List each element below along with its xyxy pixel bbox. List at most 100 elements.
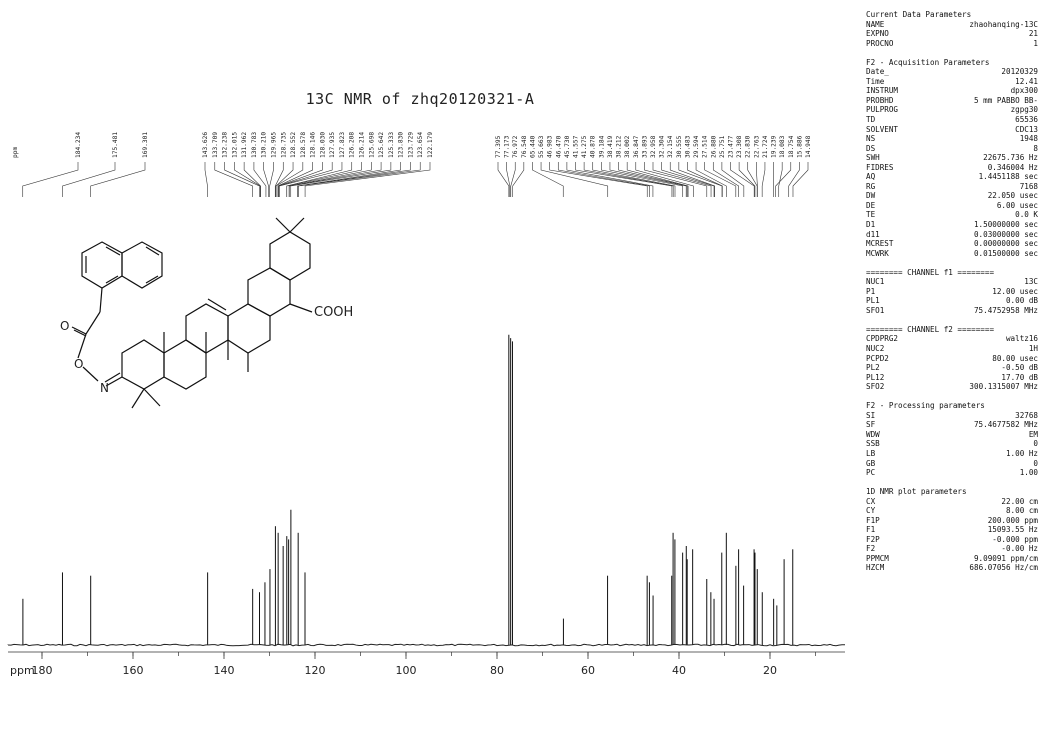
peak-label: 32.154 (667, 135, 674, 158)
peak-label-connector (704, 162, 737, 197)
peak-label: 128.146 (310, 132, 317, 158)
peak-label: 128.030 (319, 132, 326, 158)
parameter-row: F2-0.00 Hz (866, 544, 1038, 554)
peak-label: 18.083 (779, 135, 786, 158)
parameter-value: 1.50000000 sec (973, 219, 1038, 229)
parameter-row: D1 1.50000000 sec (866, 220, 1038, 230)
parameter-key: DE (866, 200, 876, 210)
parameter-key: PCPD2 (866, 353, 889, 363)
parameter-value: 1.00 Hz (1005, 448, 1038, 458)
parameter-value: 21 (1028, 29, 1038, 39)
carbonyl-oxygen-label: O (60, 319, 69, 333)
parameter-section-title: ======== CHANNEL f2 ======== (866, 324, 995, 334)
parameter-value: 13C (1024, 277, 1038, 287)
parameter-key: D1 (866, 219, 876, 229)
peak-label-connector (277, 162, 313, 197)
peak-label: 128.735 (280, 132, 287, 158)
peak-label: 127.935 (329, 132, 336, 158)
oxime-nitrogen-label: N (100, 381, 109, 395)
carboxylic-acid-label: COOH (314, 305, 353, 320)
peak-label-connector (695, 162, 727, 197)
parameter-key: DS (866, 143, 876, 153)
parameter-value: 0.01500000 sec (973, 248, 1038, 258)
chemical-structure (71, 217, 313, 409)
parameter-key: SFO2 (866, 382, 885, 392)
parameter-key: HZCM (866, 563, 885, 573)
peak-label-connector (290, 162, 392, 197)
parameter-key: SI (866, 410, 876, 420)
peak-label-connector (224, 162, 260, 197)
parameter-key: F2 (866, 544, 876, 554)
peak-label: 21.724 (762, 135, 769, 158)
peak-label-connector (756, 162, 758, 197)
parameter-value: 0 (1033, 458, 1038, 468)
ether-oxygen-label: O (74, 357, 83, 371)
peak-label: 128.552 (290, 132, 297, 158)
peak-label-connector (687, 162, 723, 197)
parameter-value: 15093.55 Hz (987, 525, 1038, 535)
peak-label-connector (635, 162, 694, 197)
parameter-section-title: F2 - Acquisition Parameters (866, 57, 990, 67)
peak-label-connector (566, 162, 654, 197)
parameter-key: FIDRES (866, 162, 894, 172)
parameter-value: 22.050 usec (987, 191, 1038, 201)
x-tick-label: 80 (490, 664, 504, 677)
peak-label: 76.972 (512, 135, 519, 158)
parameter-section-title: 1D NMR plot parameters (866, 487, 967, 497)
peak-label-connector (204, 162, 208, 197)
peak-label-connector (286, 162, 362, 197)
parameter-key: NUC2 (866, 344, 885, 353)
peak-label: 76.548 (521, 135, 528, 158)
parameter-value: 32768 (1015, 410, 1038, 420)
peak-label: 27.514 (702, 135, 709, 158)
peak-label: 77.395 (495, 135, 502, 158)
peak-label-connector (274, 162, 284, 197)
parameter-key: DW (866, 191, 876, 201)
peak-label-connector (298, 162, 421, 197)
peak-label-connector (661, 162, 715, 197)
peak-label: 132.238 (222, 132, 229, 158)
peak-label-connector (497, 162, 510, 197)
peak-label-connector (738, 162, 756, 197)
parameter-value: -0.50 dB (1001, 363, 1038, 373)
parameter-key: TD (866, 114, 876, 124)
peak-label: 22.830 (745, 135, 752, 158)
peak-label: 26.880 (710, 135, 717, 158)
parameter-value: 1H (1028, 344, 1038, 353)
parameter-key: Time (866, 76, 885, 86)
peak-label: 126.214 (359, 132, 366, 158)
parameter-row: DW 22.050 usec (866, 191, 1038, 201)
parameter-key: PULPROG (866, 105, 899, 115)
peak-label-connector (304, 162, 431, 197)
parameter-key: PC (866, 468, 876, 478)
peak-label-connector (22, 162, 79, 197)
section-gap (866, 258, 1038, 268)
peak-label-connector (626, 162, 689, 197)
parameter-section-title: ======== CHANNEL f1 ======== (866, 267, 995, 277)
parameter-row: F2P-0.000 ppm (866, 535, 1038, 545)
peak-label-connector (644, 162, 708, 197)
peak-label-connector (721, 162, 745, 197)
peak-label: 122.179 (427, 132, 434, 158)
parameter-value: 0.00 dB (1005, 296, 1038, 306)
peak-label-connector (712, 162, 739, 197)
peak-label-connector (775, 162, 792, 197)
parameter-value: 6.00 usec (996, 200, 1038, 210)
peak-label-connector (269, 162, 274, 197)
parameter-value: 75.4677582 MHz (973, 420, 1038, 430)
parameter-value: 1.00 (1019, 468, 1038, 478)
parameter-key: F1P (866, 515, 880, 525)
peak-label-connector (289, 162, 382, 197)
